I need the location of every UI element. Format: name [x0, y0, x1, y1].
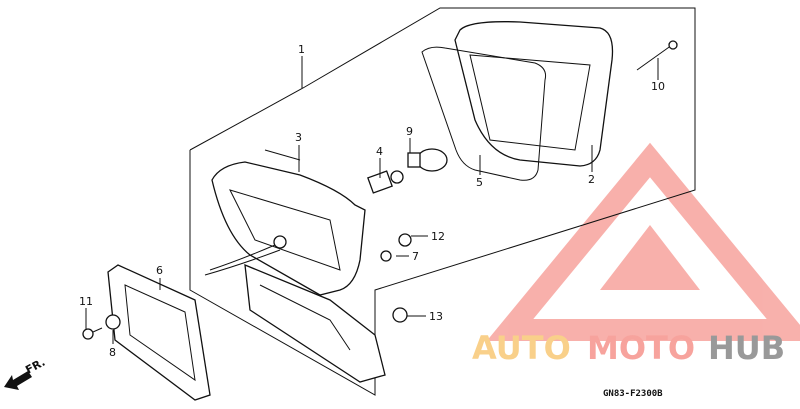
callout-6: 6: [156, 264, 163, 277]
callout-1: 1: [298, 43, 305, 56]
drawing-code: GN83-F2300B: [603, 389, 663, 399]
front-direction-label: FR.: [23, 356, 47, 377]
bolt-left-part: [82, 328, 94, 340]
callout-8: 8: [109, 346, 116, 359]
nut-part: [380, 250, 392, 262]
watermark-auto: AUTO: [472, 329, 571, 367]
callout-3: 3: [295, 131, 302, 144]
callout-7: 7: [412, 250, 419, 263]
gasket-part: [421, 46, 546, 181]
watermark-hub: HUB: [708, 329, 785, 367]
screw-part: [636, 44, 673, 71]
watermark-moto: MOTO: [587, 329, 695, 367]
bracket-part: [244, 263, 386, 383]
collar-part: [392, 307, 408, 323]
callout-12: 12: [431, 230, 445, 243]
bulb-part: [407, 148, 448, 172]
callout-10: 10: [651, 80, 665, 93]
callout-4: 4: [376, 145, 383, 158]
callout-11: 11: [79, 295, 93, 308]
watermark-logo: [486, 142, 800, 341]
assembly-frame: [189, 7, 696, 396]
socket-part: [367, 170, 404, 194]
callout-5: 5: [476, 176, 483, 189]
leader-lines: [85, 56, 659, 344]
bolt-part: [398, 233, 412, 247]
front-direction-arrow-icon: [4, 371, 32, 390]
plate-gasket-part: [107, 264, 211, 401]
callout-9: 9: [406, 125, 413, 138]
nut-left-part: [105, 314, 121, 330]
callout-13: 13: [429, 310, 443, 323]
callout-2: 2: [588, 173, 595, 186]
lens-part: [454, 21, 614, 167]
housing-part: [204, 149, 366, 296]
